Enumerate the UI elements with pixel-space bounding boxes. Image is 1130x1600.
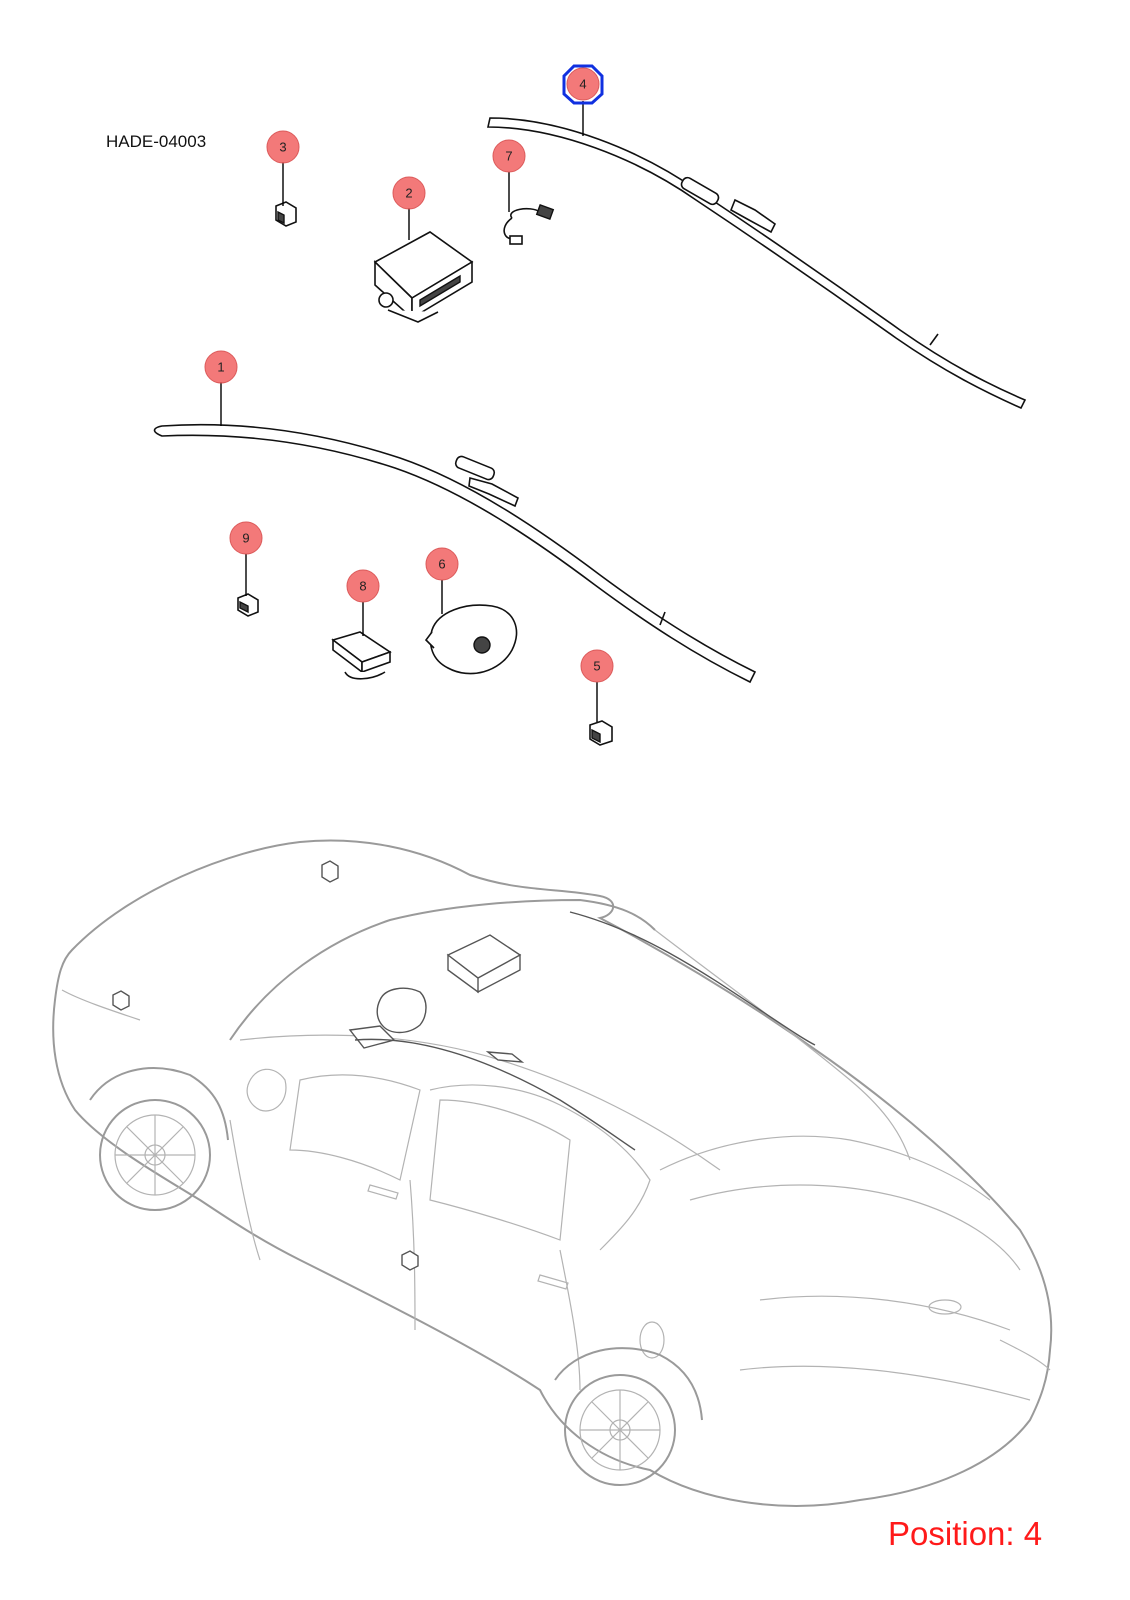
callout-8[interactable]: 8 bbox=[346, 569, 380, 603]
callout-7[interactable]: 7 bbox=[492, 139, 526, 173]
callout-8-label: 8 bbox=[359, 579, 366, 594]
callout-4-highlight-frame bbox=[562, 64, 604, 105]
curtain-airbag-right[interactable] bbox=[487, 117, 1027, 410]
sensor-part-3[interactable] bbox=[275, 201, 297, 227]
callout-2[interactable]: 2 bbox=[392, 176, 426, 210]
wire-harness-part-7[interactable] bbox=[503, 204, 555, 245]
callout-3[interactable]: 3 bbox=[266, 130, 300, 164]
callout-7-label: 7 bbox=[505, 149, 512, 164]
callout-1[interactable]: 1 bbox=[204, 350, 238, 384]
car-installed-sensor-top bbox=[321, 860, 339, 883]
callout-5-label: 5 bbox=[593, 659, 600, 674]
callout-9[interactable]: 9 bbox=[229, 521, 263, 555]
callout-6[interactable]: 6 bbox=[425, 547, 459, 581]
driver-airbag-part-6[interactable] bbox=[424, 604, 518, 675]
car-installed-steering-airbag bbox=[376, 987, 427, 1034]
car-installed-sensor-door bbox=[401, 1250, 419, 1271]
position-label: Position: 4 bbox=[888, 1515, 1043, 1552]
curtain-airbag-left[interactable] bbox=[153, 423, 757, 684]
callout-3-label: 3 bbox=[279, 140, 286, 155]
sensor-part-5[interactable] bbox=[589, 720, 613, 746]
callout-4-label: 4 bbox=[579, 77, 586, 92]
callout-9-label: 9 bbox=[242, 531, 249, 546]
callout-1-label: 1 bbox=[217, 360, 224, 375]
car-installed-inflator-right bbox=[485, 1051, 525, 1063]
car-installed-module bbox=[446, 934, 522, 994]
car-illustration bbox=[52, 839, 1053, 1507]
callout-2-label: 2 bbox=[405, 186, 412, 201]
callout-6-label: 6 bbox=[438, 557, 445, 572]
car-installed-sensor-front bbox=[112, 990, 130, 1011]
callout-5[interactable]: 5 bbox=[580, 649, 614, 683]
sensor-part-9[interactable] bbox=[237, 593, 259, 617]
airbag-module-part-2[interactable] bbox=[373, 231, 474, 323]
callout-4[interactable]: 4 bbox=[562, 64, 604, 105]
diagram-code: HADE-04003 bbox=[106, 132, 207, 151]
control-unit-part-8[interactable] bbox=[331, 631, 392, 680]
